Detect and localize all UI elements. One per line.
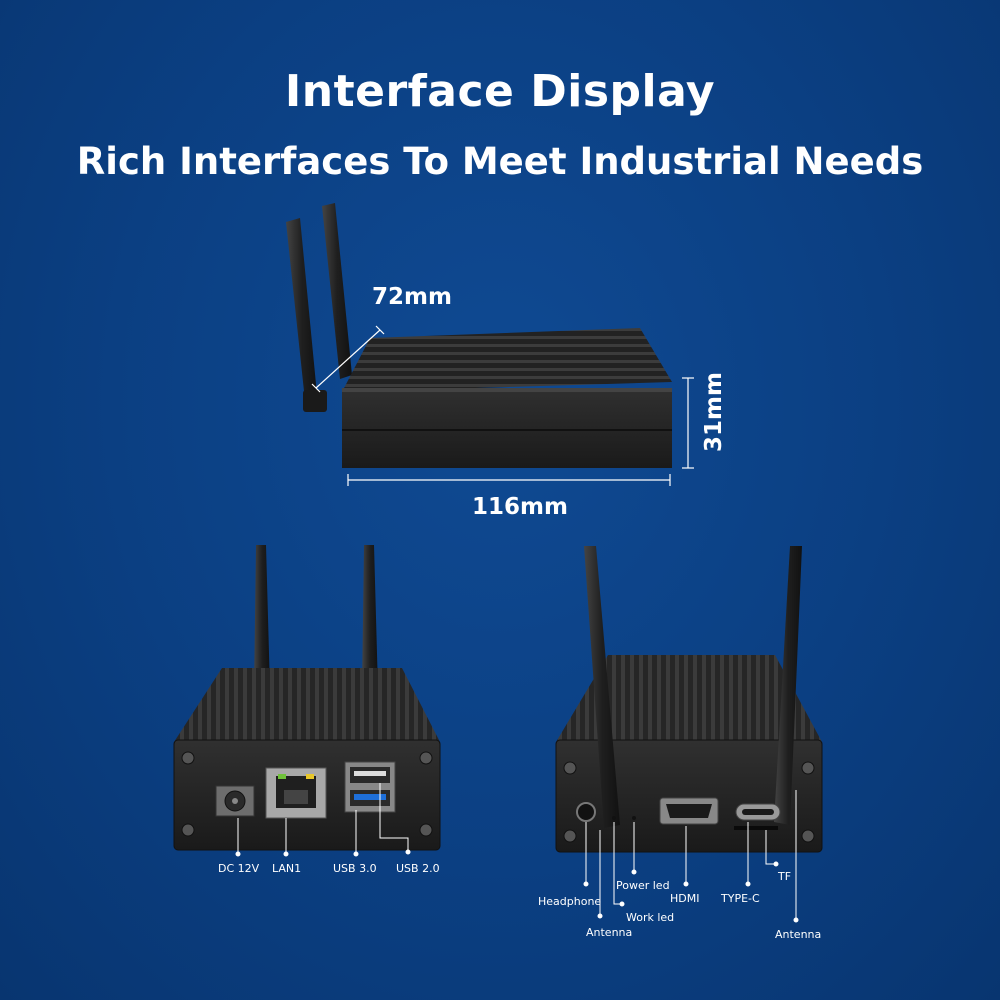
- dc-label: DC 12V: [218, 862, 260, 875]
- antenna-icon: [322, 203, 352, 379]
- antenna-icon: [286, 218, 318, 410]
- page-subtitle: Rich Interfaces To Meet Industrial Needs: [76, 140, 924, 183]
- height-dimension: 31mm: [701, 372, 727, 452]
- power-led-label: Power led: [616, 879, 670, 892]
- usb3-label: USB 3.0: [333, 862, 377, 875]
- tf-slot: [734, 826, 778, 830]
- antenna-left-label: Antenna: [586, 926, 633, 939]
- headphone-jack: [576, 802, 596, 822]
- tf-label: TF: [778, 870, 792, 883]
- usb2-label: USB 2.0: [396, 862, 440, 875]
- dimension-lines: [311, 325, 694, 486]
- front-device: [173, 545, 441, 857]
- headphone-label: Headphone: [538, 895, 602, 908]
- work-led-label: Work led: [626, 911, 675, 924]
- typec-label: TYPE-C: [721, 892, 760, 905]
- antenna-icon: [584, 546, 620, 828]
- antenna-icon: [254, 545, 270, 690]
- hdmi-label: HDMI: [670, 892, 700, 905]
- antenna-icon: [362, 545, 378, 690]
- width-dimension: 116mm: [472, 494, 568, 520]
- antenna-icon: [774, 546, 802, 825]
- rear-device: [555, 546, 823, 923]
- top-device: [286, 203, 694, 486]
- page-title: Interface Display: [284, 66, 716, 117]
- antenna-right-label: Antenna: [775, 928, 822, 941]
- depth-dimension: 72mm: [372, 284, 452, 310]
- lan-label: LAN1: [272, 862, 302, 875]
